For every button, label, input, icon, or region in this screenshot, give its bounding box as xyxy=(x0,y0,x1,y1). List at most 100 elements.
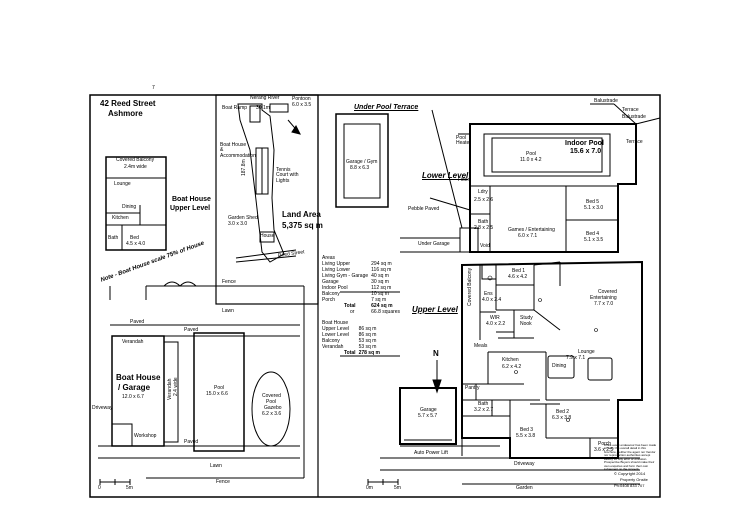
areas-boat-row: Lower Level 86 sq m xyxy=(322,332,383,338)
site-shed-size: 3.0 x 3.0 xyxy=(228,221,248,227)
ul-bed2-size: 6.3 x 3.8 xyxy=(552,415,572,421)
areas-total-value: 624 sq m xyxy=(371,303,393,310)
address-line1: 42 Reed Street xyxy=(100,99,156,108)
gp-scale-0: 0 xyxy=(98,485,101,491)
ll-terrace-side: Terrace xyxy=(626,139,643,145)
areas-house-label: Living Upper xyxy=(322,261,351,268)
ul-driveway: Driveway xyxy=(514,461,535,467)
copyright: © Copyright 2014 xyxy=(614,471,646,476)
ll-games: Games / Entertaining xyxy=(508,227,555,233)
areas-squares-value: 66.8 squares xyxy=(371,309,401,316)
areas-house-row: Living Upper 294 sq m xyxy=(322,261,403,267)
ll-pool-size: 11.0 x 4.2 xyxy=(520,157,542,163)
land-area-value: 5,375 sq m xyxy=(282,221,323,230)
areas-boat-total-row: Total 278 sq m xyxy=(322,350,383,356)
areas-house-value: 10 sq m xyxy=(371,291,389,298)
ul-garage: Garage xyxy=(420,407,437,413)
bhu-lounge: Lounge xyxy=(114,181,131,187)
ul-scale-0: 0m xyxy=(366,485,373,491)
gp-workshop: Workshop xyxy=(134,433,157,439)
ul-bed3: Bed 3 xyxy=(520,427,534,433)
gp-gazebo-size: 6.2 x 3.6 xyxy=(262,411,282,417)
ul-title: Upper Level xyxy=(412,305,458,314)
site-house: House xyxy=(260,233,275,239)
areas-boat-value: 53 sq m xyxy=(358,338,377,345)
ul-ens: Ens xyxy=(484,291,493,297)
upt-title: Under Pool Terrace xyxy=(354,104,419,111)
areas-house-value: 112 sq m xyxy=(371,285,392,292)
ll-bed4-size: 5.1 x 3.5 xyxy=(584,237,604,243)
ul-kitchen: Kitchen xyxy=(502,357,519,363)
areas-house-label: Balcony xyxy=(322,291,340,298)
gp-gazebo-1: Covered xyxy=(262,393,281,399)
bhu-dining: Dining xyxy=(122,204,137,210)
ul-cov-ent-2: Entertaining xyxy=(590,295,617,301)
ll-bath-size: 2.8 x 2.5 xyxy=(474,225,494,231)
gp-fence-bottom: Fence xyxy=(216,479,230,485)
ll-under-garage: Under Garage xyxy=(418,241,450,247)
areas-boat-label: Upper Level xyxy=(322,326,349,333)
ul-bed1-size: 4.6 x 4.2 xyxy=(508,274,528,280)
areas-boat-label: Verandah xyxy=(322,344,344,351)
areas-boat-title: Boat House xyxy=(322,320,349,327)
bhu-covered-balcony: Covered Balcony xyxy=(116,157,155,163)
gp-boat-house-title-1: Boat House xyxy=(116,373,161,382)
gp-pool: Pool xyxy=(214,385,225,391)
ul-meals: Meals xyxy=(474,343,488,349)
ul-wir: WIR xyxy=(490,315,500,321)
areas-house-row: Balcony 10 sq m xyxy=(322,291,403,297)
ll-pool-heater: Pool Heater xyxy=(456,135,472,147)
site-shed: Garden Shed xyxy=(228,215,258,221)
ul-lounge-size: 7.9 x 7.1 xyxy=(566,355,586,361)
areas-boat-total-value: 278 sq m xyxy=(358,350,380,357)
ul-bath-size: 3.2 x 2.7 xyxy=(474,407,494,413)
site-boat-house: Boat House & Accommodation xyxy=(220,142,256,159)
ul-lounge: Lounge xyxy=(578,349,595,355)
gp-verandah-side-width: 2.4 wide xyxy=(173,377,179,396)
areas-or-label: or xyxy=(350,309,355,316)
gp-paved-bottom: Paved xyxy=(184,439,199,445)
areas-boat-value: 86 sq m xyxy=(358,332,377,339)
ul-porch: Porch xyxy=(598,441,612,447)
ll-filter: Filter xyxy=(458,177,470,183)
north-arrow-label: N xyxy=(433,349,439,358)
gp-lawn-bottom: Lawn xyxy=(210,463,222,469)
areas-house-value: 116 sq m xyxy=(371,267,392,274)
gp-paved-top: Paved xyxy=(130,319,145,325)
disclaimer: While every endeavour has been made to v… xyxy=(604,443,657,472)
gp-gazebo-3: Gazebo xyxy=(264,405,282,411)
gp-scale-5: 5m xyxy=(126,485,133,491)
ul-pantry: Pantry xyxy=(465,385,480,391)
areas-house-value: 40 sq m xyxy=(371,273,389,280)
upt-garage-gym-size: 8.8 x 6.3 xyxy=(350,165,370,171)
ul-garage-size: 5.7 x 5.7 xyxy=(418,413,438,419)
areas-title: Areas xyxy=(322,255,336,261)
ul-bed1: Bed 1 xyxy=(512,268,526,274)
bhu-title-1: Boat House xyxy=(172,196,211,203)
gp-fence-top: Fence xyxy=(222,279,236,285)
areas-boat-label: Lower Level xyxy=(322,332,349,339)
ll-bed4: Bed 4 xyxy=(586,231,600,237)
ll-balustrade-2: Balustrade xyxy=(622,114,646,120)
ll-terrace-top: Terrace xyxy=(622,107,639,113)
ul-bed3-size: 5.5 x 3.8 xyxy=(516,433,536,439)
ll-laundry-size: 2.5 x 2.6 xyxy=(474,197,494,203)
bhu-kitchen: Kitchen xyxy=(112,215,129,221)
ul-study: Study xyxy=(520,315,533,321)
site-frontage: 30.1m xyxy=(256,105,270,111)
ll-indoor-pool: Indoor Pool xyxy=(565,140,604,147)
gp-pool-size: 15.0 x 6.6 xyxy=(206,391,228,397)
gp-gazebo-2: Pool xyxy=(266,399,277,405)
ul-cov-ent-1: Covered xyxy=(598,289,617,295)
gp-paved-mid: Paved xyxy=(184,327,199,333)
ll-games-size: 6.0 x 7.1 xyxy=(518,233,538,239)
site-boat-ramp: Boat Ramp xyxy=(222,105,248,111)
ll-bath: Bath xyxy=(478,219,489,225)
areas-house-value: 294 sq m xyxy=(371,261,392,268)
